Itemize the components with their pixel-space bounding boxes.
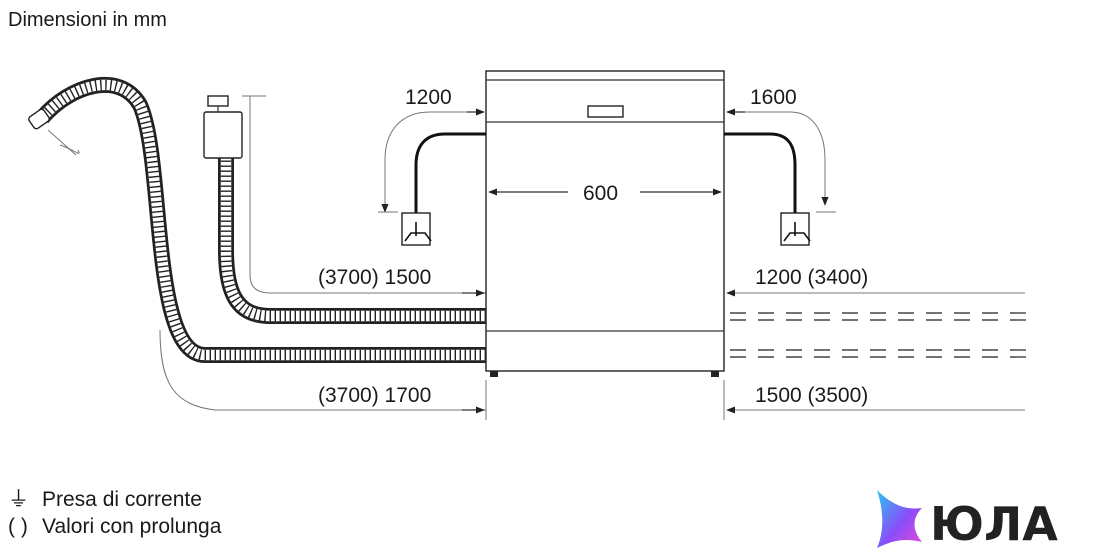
legend-socket-label: Presa di corrente (42, 488, 202, 511)
logo-star-icon (877, 490, 922, 548)
dim-width: 600 (583, 182, 618, 205)
logo-text: ЮЛА (930, 497, 1058, 550)
control-display (587, 105, 624, 118)
dim-drain-hose: (3700) 1700 (318, 384, 431, 407)
power-cable-left (414, 132, 486, 213)
dim-right-upper: 1200 (3400) (755, 266, 868, 289)
legend-paren-label: Valori con prolunga (42, 515, 222, 538)
drain-hose (28, 76, 486, 363)
dishwasher-body (485, 70, 725, 377)
socket-icon (401, 212, 432, 246)
power-cable-right (724, 132, 797, 213)
socket-icon (780, 212, 811, 246)
dim-inlet-hose: (3700) 1500 (318, 266, 431, 289)
legend-paren-symbol: ( ) (8, 515, 28, 538)
foot-right (711, 371, 719, 377)
brand-logo: ЮЛА (877, 490, 1058, 550)
aquastop-valve (203, 111, 243, 159)
tap-connector (207, 95, 229, 107)
foot-left (490, 371, 498, 377)
drain-hose-end (28, 108, 50, 130)
dim-left-top-drop: 1200 (405, 86, 452, 109)
diagram-title: Dimensioni in mm (8, 9, 167, 31)
dim-right-lower: 1500 (3500) (755, 384, 868, 407)
socket-legend-icon: ⏚ (8, 488, 29, 511)
dim-right-top-drop: 1600 (750, 86, 797, 109)
inlet-hose (203, 95, 486, 324)
legend: ⏚ Presa di corrente ( ) Valori con prolu… (8, 488, 222, 538)
